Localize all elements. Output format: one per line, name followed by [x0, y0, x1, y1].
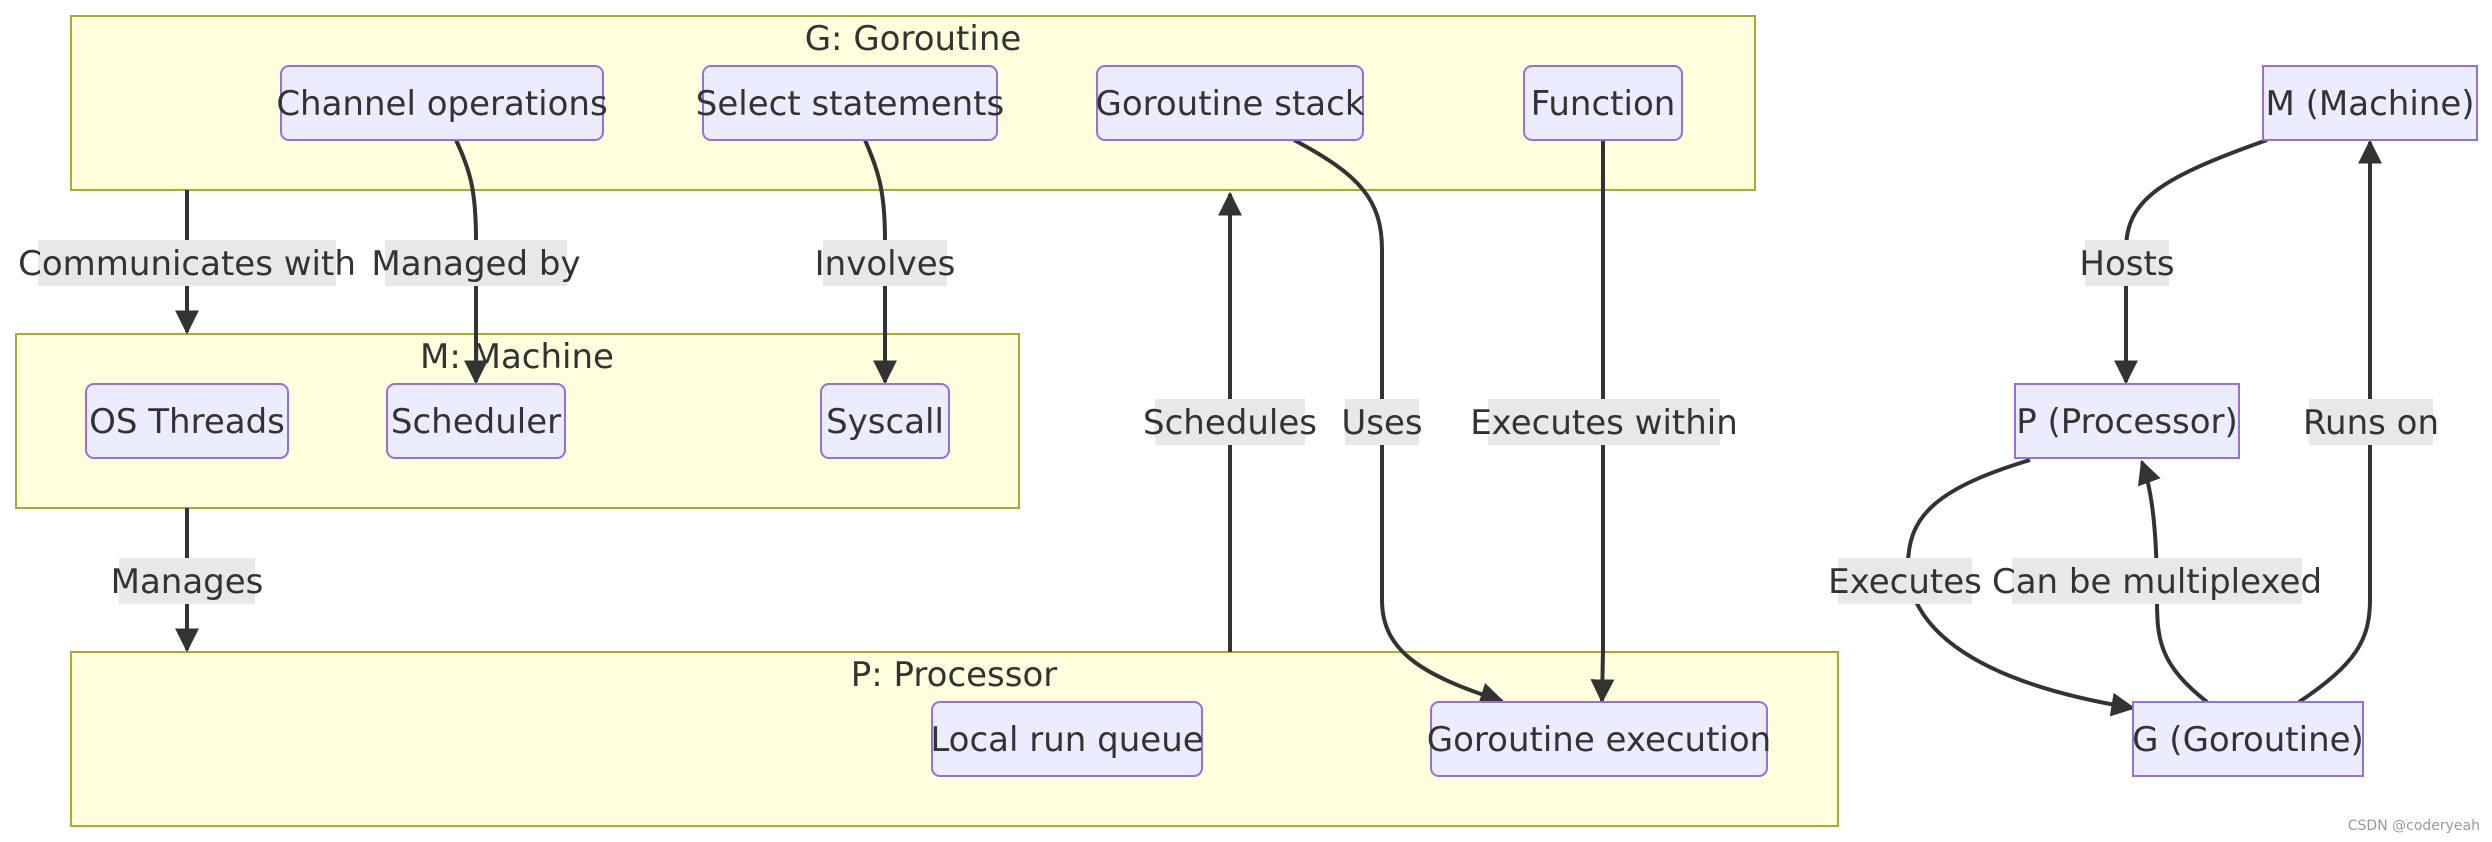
- node-goroutine-execution-label: Goroutine execution: [1427, 720, 1771, 760]
- cluster-processor-title: P: Processor: [851, 655, 1058, 695]
- edge-label-uses: Uses: [1341, 403, 1422, 443]
- edge-label-communicates-with: Communicates with: [18, 244, 356, 284]
- node-os-threads-label: OS Threads: [89, 402, 285, 442]
- edge-label-runs-on: Runs on: [2303, 403, 2439, 443]
- node-local-run-queue: Local run queue: [930, 701, 1204, 777]
- edge-managed-by: [454, 139, 488, 385]
- edge-label-can-be-multiplexed: Can be multiplexed: [1992, 562, 2322, 602]
- node-os-threads: OS Threads: [85, 383, 289, 459]
- edge-label-managed-by: Managed by: [371, 244, 580, 284]
- node-channel-operations: Channel operations: [276, 65, 608, 141]
- node-syscall-label: Syscall: [826, 402, 944, 442]
- node-p-processor: P (Processor): [2014, 383, 2240, 459]
- edge-label-executes-within: Executes within: [1470, 403, 1738, 443]
- node-goroutine-stack-label: Goroutine stack: [1095, 84, 1364, 124]
- node-function-label: Function: [1531, 84, 1676, 124]
- cluster-goroutine-title: G: Goroutine: [805, 19, 1022, 59]
- node-scheduler-label: Scheduler: [391, 402, 561, 442]
- node-g-goroutine: G (Goroutine): [2132, 701, 2364, 777]
- node-m-machine-label: M (Machine): [2266, 84, 2475, 124]
- node-p-processor-label: P (Processor): [2016, 402, 2238, 442]
- edge-label-manages: Manages: [111, 562, 264, 602]
- node-m-machine: M (Machine): [2262, 65, 2478, 141]
- edge-runs-on: [2297, 139, 2382, 704]
- edge-label-hosts: Hosts: [2079, 244, 2174, 284]
- edge-label-executes: Executes: [1828, 562, 1982, 602]
- watermark-text: CSDN @coderyeah: [2348, 818, 2480, 834]
- nodes: Channel operations Select statements Gor…: [85, 65, 2478, 777]
- node-local-run-queue-label: Local run queue: [930, 720, 1203, 760]
- node-select-statements: Select statements: [696, 65, 1004, 141]
- node-syscall: Syscall: [820, 383, 950, 459]
- node-goroutine-stack: Goroutine stack: [1095, 65, 1365, 141]
- node-channel-operations-label: Channel operations: [276, 84, 607, 124]
- node-function: Function: [1523, 65, 1683, 141]
- edge-uses: [1293, 138, 1505, 706]
- edge-executes-within: [1590, 140, 1615, 704]
- node-goroutine-execution: Goroutine execution: [1427, 701, 1771, 777]
- edge-labels: Communicates with Managed by Involves Ma…: [18, 240, 2439, 604]
- edge-label-involves: Involves: [815, 244, 956, 284]
- cluster-machine-title: M: Machine: [420, 337, 614, 377]
- node-scheduler: Scheduler: [386, 383, 566, 459]
- edge-involves: [863, 139, 897, 385]
- edge-label-schedules: Schedules: [1143, 403, 1317, 443]
- node-g-goroutine-label: G (Goroutine): [2132, 720, 2364, 760]
- node-select-statements-label: Select statements: [696, 84, 1004, 124]
